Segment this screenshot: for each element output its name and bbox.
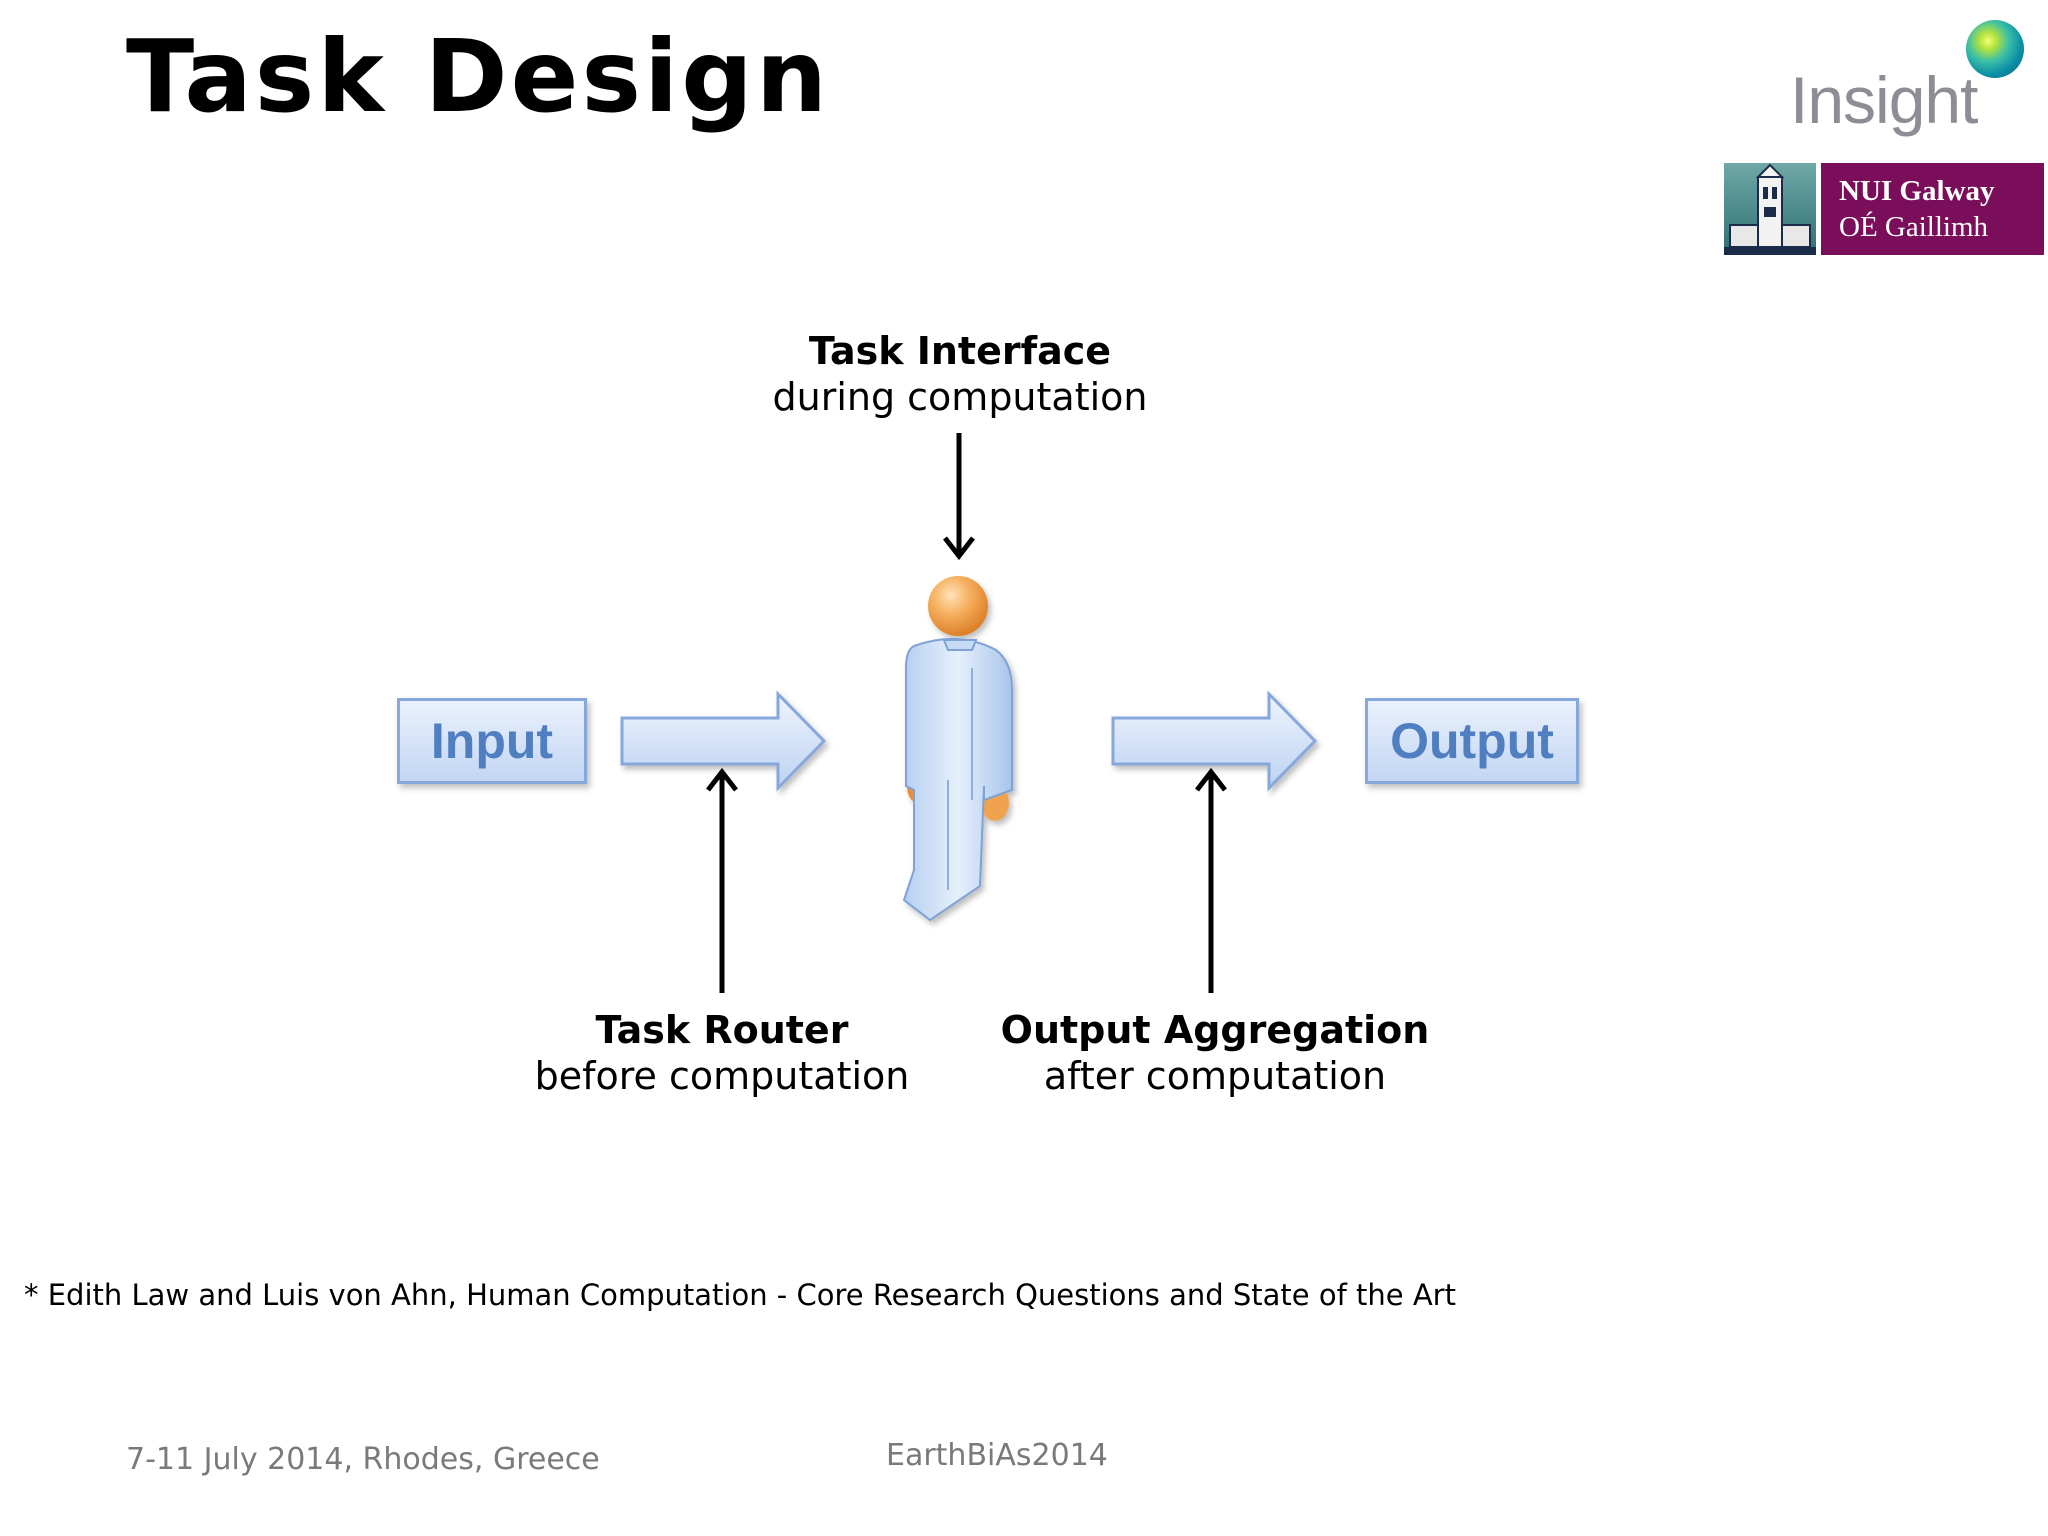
nui-galway-logo: NUI Galway OÉ Gaillimh [1724,163,2044,255]
footer-event-name: EarthBiAs2014 [886,1438,1108,1473]
task-router-subtitle: before computation [534,1054,910,1098]
task-interface-arrow [943,433,975,561]
nui-line-2: OÉ Gaillimh [1839,211,1989,243]
output-aggregation-arrow [1195,767,1227,993]
task-router-arrow [706,767,738,993]
human-worker-icon [902,576,1013,922]
nui-line-1: NUI Galway [1839,175,1995,207]
output-aggregation-caption: Output Aggregation after computation [955,1007,1475,1099]
input-flow-arrow [620,690,827,792]
university-tower-icon [1724,163,1816,255]
insight-logo: Insight [1790,18,2040,138]
output-aggregation-title: Output Aggregation [1000,1008,1430,1052]
output-box: Output [1365,698,1579,784]
nui-galway-wordmark: NUI Galway OÉ Gaillimh [1821,163,2044,255]
slide-title: Task Design [126,18,831,135]
input-label: Input [430,713,554,769]
input-box: Input [397,698,587,784]
footer-date-location: 7-11 July 2014, Rhodes, Greece [126,1442,600,1477]
output-flow-arrow [1111,690,1318,792]
task-router-caption: Task Router before computation [482,1007,962,1099]
task-interface-title: Task Interface [808,329,1112,373]
task-interface-caption: Task Interface during computation [720,328,1200,420]
output-label: Output [1390,713,1554,769]
task-router-title: Task Router [595,1008,849,1052]
insight-orb-icon [1966,20,2024,78]
task-interface-subtitle: during computation [772,375,1148,419]
insight-logo-text: Insight [1790,63,1978,137]
output-aggregation-subtitle: after computation [1043,1054,1387,1098]
reference-citation: * Edith Law and Luis von Ahn, Human Comp… [24,1278,1456,1312]
